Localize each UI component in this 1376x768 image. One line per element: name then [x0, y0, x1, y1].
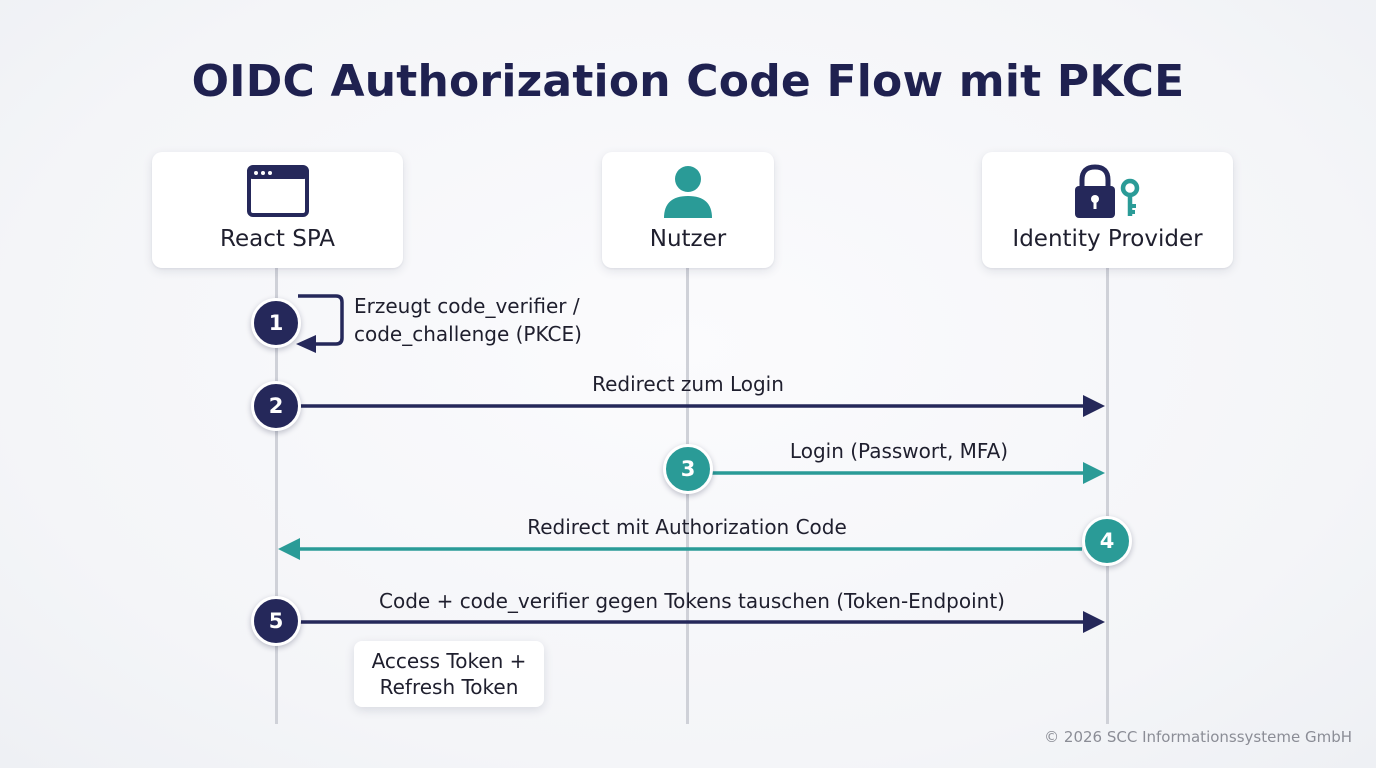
- actor-label: Identity Provider: [1012, 226, 1203, 252]
- step-5-label: Code + code_verifier gegen Tokens tausch…: [379, 589, 1005, 613]
- step-1-label: Erzeugt code_verifier / code_challenge (…: [354, 294, 582, 346]
- step-4-label: Redirect mit Authorization Code: [527, 515, 847, 539]
- step-3-label: Login (Passwort, MFA): [789, 439, 1009, 463]
- diagram-title: OIDC Authorization Code Flow mit PKCE: [191, 56, 1185, 107]
- step-3-badge: 3: [663, 444, 713, 494]
- copyright-notice: © 2026 SCC Informationssysteme GmbH: [1044, 728, 1352, 746]
- arrowhead-step-3: [1083, 462, 1105, 484]
- token-result-line-1: Access Token +: [371, 649, 527, 673]
- arrowhead-step-5: [1083, 611, 1105, 633]
- step-2-label: Redirect zum Login: [592, 372, 784, 396]
- arrowhead-step-2: [1083, 395, 1105, 417]
- step-1-badge: 1: [251, 298, 301, 348]
- arrowhead-step-4: [278, 538, 300, 560]
- arrowhead-step-1: [296, 335, 316, 353]
- step-5-badge: 5: [251, 596, 301, 646]
- lock-key-icon: [1073, 164, 1143, 226]
- lifeline-nutzer: [686, 268, 689, 724]
- lifeline-identity-provider: [1106, 268, 1109, 724]
- actor-identity-provider: Identity Provider: [982, 152, 1233, 268]
- actor-label: Nutzer: [649, 226, 727, 252]
- browser-window-icon: [246, 164, 310, 222]
- actor-label: React SPA: [220, 226, 335, 252]
- token-result-box: Access Token + Refresh Token: [354, 641, 544, 707]
- actor-react-spa: React SPA: [152, 152, 403, 268]
- token-result-line-2: Refresh Token: [379, 675, 519, 699]
- step-2-badge: 2: [251, 381, 301, 431]
- user-icon: [662, 164, 714, 224]
- arrow-step-1: [298, 294, 344, 346]
- actor-nutzer: Nutzer: [602, 152, 774, 268]
- lifeline-react-spa: [275, 268, 278, 724]
- step-4-badge: 4: [1082, 516, 1132, 566]
